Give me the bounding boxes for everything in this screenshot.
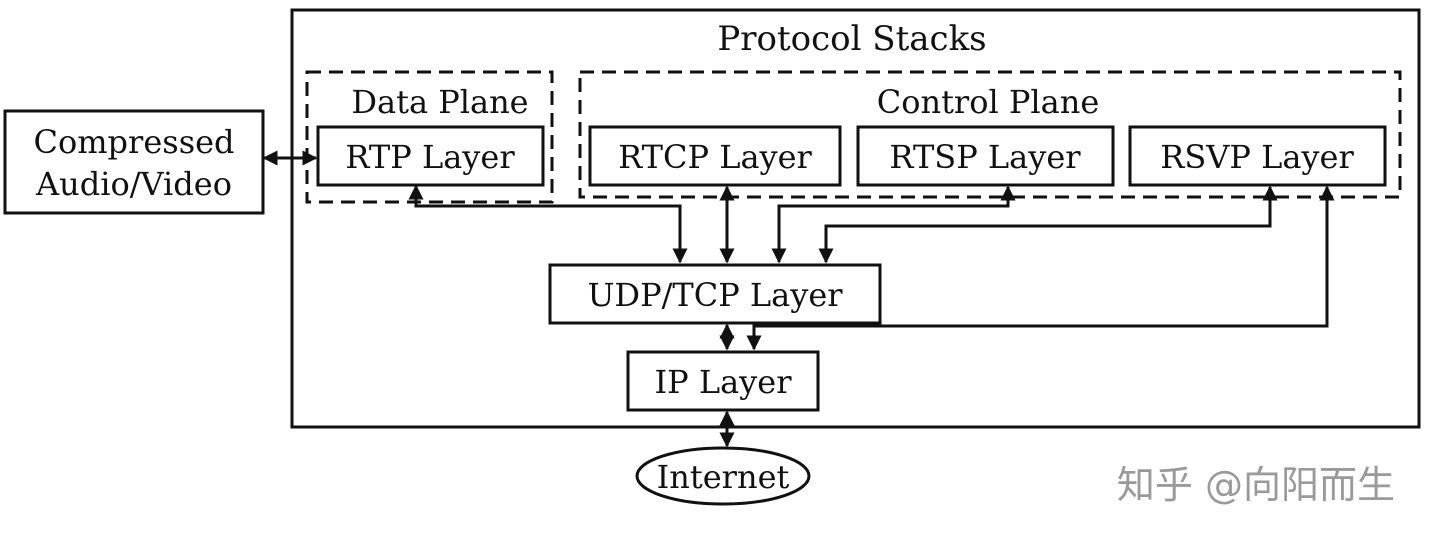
- protocol-stacks-title: Protocol Stacks: [717, 19, 986, 59]
- rtsp-layer-label: RTSP Layer: [889, 138, 1081, 176]
- rsvp-layer-box: [1128, 125, 1387, 187]
- data-plane-label: Data Plane: [351, 83, 528, 121]
- rtcp-layer-box: [588, 125, 842, 187]
- rsvp-ip-link: [746, 185, 1335, 351]
- ip-layer-label: IP Layer: [655, 363, 793, 401]
- rtp-udp-link: [408, 184, 688, 264]
- audio-video-label: Audio/Video: [35, 165, 232, 203]
- internet-label: Internet: [657, 458, 790, 496]
- rtp-layer-box: [316, 125, 545, 187]
- rtsp-layer-box: [856, 125, 1115, 187]
- rtcp-layer-label: RTCP Layer: [618, 138, 812, 176]
- watermark-text: 知乎 @向阳而生: [1117, 463, 1395, 507]
- ip-layer-box: [626, 350, 820, 412]
- compressed-label: Compressed: [33, 123, 234, 161]
- control-plane-label: Control Plane: [877, 83, 1100, 121]
- rsvp-layer-label: RSVP Layer: [1160, 138, 1354, 176]
- rtp-layer-label: RTP Layer: [345, 138, 515, 176]
- internet-node: [635, 446, 811, 506]
- protocol-stacks-frame: [290, 8, 1421, 429]
- udp-tcp-layer-label: UDP/TCP Layer: [587, 276, 843, 314]
